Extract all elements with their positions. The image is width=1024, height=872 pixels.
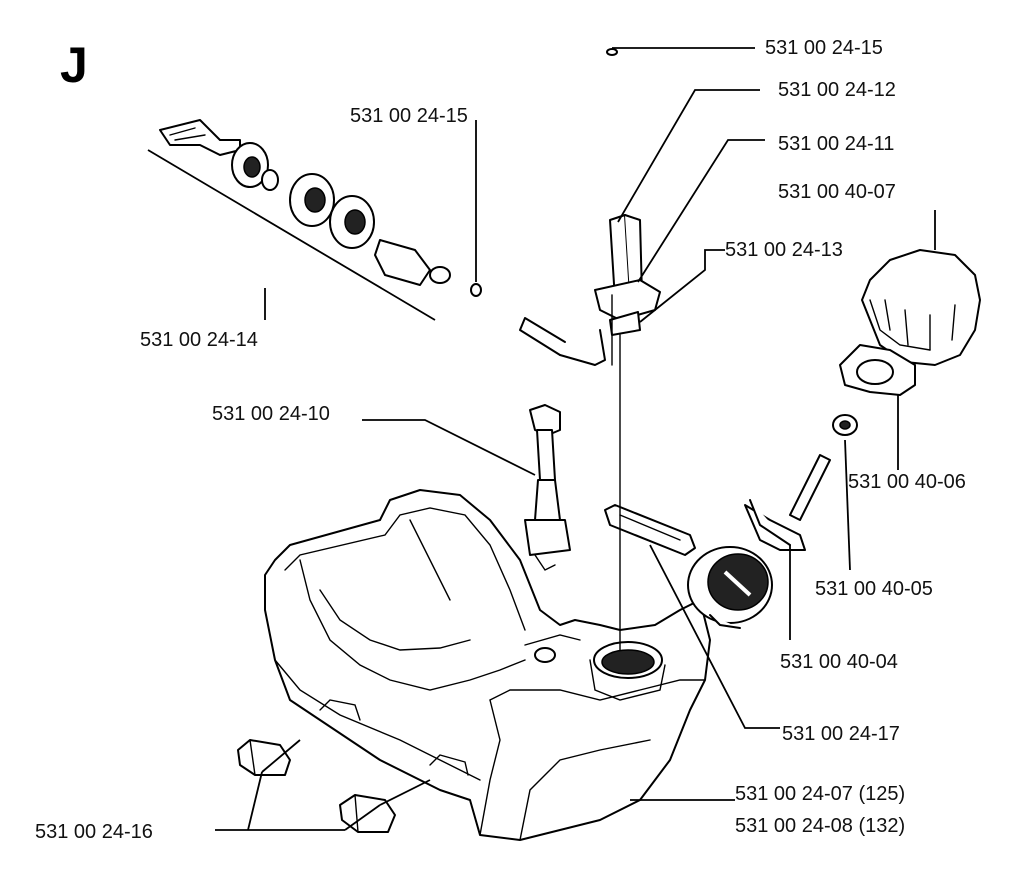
section-letter: J — [60, 37, 88, 93]
label-cap-gasket: 531 00 40-06 — [848, 471, 966, 493]
label-mid-clip: 531 00 24-15 — [350, 105, 468, 127]
seal-drawing — [604, 504, 696, 556]
label-filter-kit: 531 00 24-14 — [140, 329, 258, 351]
label-cap: 531 00 40-07 — [778, 181, 896, 203]
leader-lines — [147, 47, 936, 831]
label-seal: 531 00 24-17 — [782, 723, 900, 745]
label-strap: 531 00 40-04 — [780, 651, 898, 673]
fuel-cap-drawing — [839, 249, 981, 396]
tank-cap-drawing — [687, 546, 773, 629]
label-tank-125: 531 00 24-07 (125) — [735, 783, 905, 805]
strap-drawing — [744, 414, 858, 551]
fuel-line-drawing — [524, 404, 571, 571]
label-fuel-line: 531 00 24-10 — [212, 403, 330, 425]
part-labels: 531 00 24-15 531 00 24-12 531 00 24-11 5… — [35, 37, 966, 843]
label-pickup-tube: 531 00 24-12 — [778, 79, 896, 101]
fuel-tank-drawing — [264, 489, 711, 841]
filter-kit-drawing — [159, 119, 482, 297]
label-vent: 531 00 24-13 — [725, 239, 843, 261]
pickup-tube-drawing — [519, 214, 661, 651]
label-retainer-ring: 531 00 40-05 — [815, 578, 933, 600]
label-feet: 531 00 24-16 — [35, 821, 153, 843]
label-tank-132: 531 00 24-08 (132) — [735, 815, 905, 837]
label-top-clip: 531 00 24-15 — [765, 37, 883, 59]
label-tube-grommet: 531 00 24-11 — [778, 133, 894, 155]
